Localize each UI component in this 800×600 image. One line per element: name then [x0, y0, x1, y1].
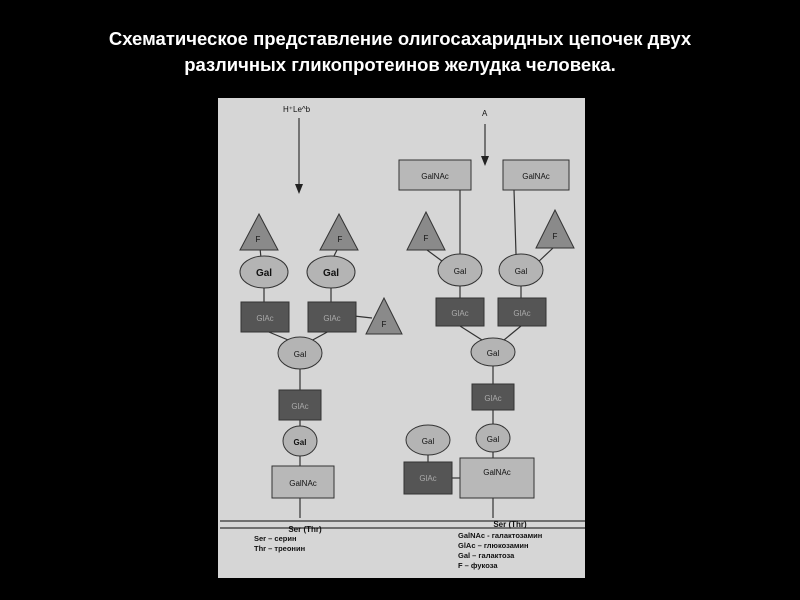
galactose-oval [239, 255, 289, 289]
galactose-label: Gal [487, 435, 500, 444]
title-line-1: Схематическое представление олигосахарид… [108, 28, 692, 49]
fucose-label: F [553, 232, 558, 241]
galactose-oval [437, 253, 483, 287]
base-label: Ser (Thr) [493, 520, 527, 529]
legend-galnac: GalNAc - галактозамин [458, 531, 542, 540]
galactose-label: Gal [256, 268, 272, 279]
fucose-label: F [424, 234, 429, 243]
left-chain-label: H⁺Le^b [283, 105, 311, 114]
galactose-label: Gal [294, 438, 307, 447]
galactose-label: Gal [294, 350, 307, 359]
glucosamine-box [307, 301, 357, 333]
galactosamine-box [502, 159, 570, 191]
galactosamine-label: GalNAc [483, 468, 511, 477]
galactosamine-box [398, 159, 472, 191]
legend-gal: Gal – галактоза [458, 551, 515, 560]
glucosamine-label: GlAc [484, 394, 501, 403]
glucosamine-box [240, 301, 290, 333]
legend-glac: GlAc – глюкозамин [458, 541, 529, 550]
fucose-triangle [406, 210, 446, 251]
base-label: Ser (Thr) [288, 525, 322, 534]
glucosamine-label: GlAc [291, 402, 308, 411]
glucosamine-label: GlAc [451, 309, 468, 318]
glucosamine-label: GlAc [419, 474, 436, 483]
legend-sugars: GalNAc - галактозамин GlAc – глюкозамин … [458, 531, 542, 570]
galactose-oval [405, 424, 451, 456]
fucose-label: F [382, 320, 387, 329]
galactose-oval [277, 336, 323, 370]
fucose-label: F [338, 235, 343, 244]
fucose-triangle [535, 208, 575, 249]
fucose-triangle [239, 212, 279, 251]
galactosamine-label: GalNAc [289, 479, 317, 488]
fucose-triangle [365, 296, 403, 335]
slide-title: Схематическое представление олигосахарид… [0, 26, 800, 78]
galactose-label: Gal [515, 267, 528, 276]
left-chain: H⁺Le^b F F Gal Gal GlAc GlAc F Gal GlAc … [239, 105, 403, 534]
galactose-oval [475, 423, 511, 453]
glucosamine-label: GlAc [323, 314, 340, 323]
glucosamine-box [403, 461, 453, 495]
right-chain: A GalNAc GalNAc F F Gal Gal GlAc GlAc Ga… [398, 109, 575, 529]
fucose-triangle [319, 212, 359, 251]
legend-amino-acids: Ser – серин Thr – треонин [254, 534, 305, 553]
legend-f: F – фукоза [458, 561, 498, 570]
galactose-label: Gal [323, 268, 339, 279]
legend-ser: Ser – серин [254, 534, 297, 543]
glucosamine-box [435, 297, 485, 327]
galactosamine-box [459, 457, 535, 499]
galactose-label: Gal [487, 349, 500, 358]
galactose-label: Gal [454, 267, 467, 276]
galactosamine-box [271, 465, 335, 499]
galactosamine-label: GalNAc [522, 172, 550, 181]
galactose-oval [306, 255, 356, 289]
right-chain-label: A [482, 109, 488, 118]
legend-thr: Thr – треонин [254, 544, 305, 553]
galactose-label: Gal [422, 437, 435, 446]
glucosamine-label: GlAc [256, 314, 273, 323]
glucosamine-box [471, 383, 515, 411]
galactose-oval [470, 337, 516, 367]
fucose-label: F [256, 235, 261, 244]
glucosamine-label: GlAc [513, 309, 530, 318]
title-line-2: различных гликопротеинов желудка человек… [184, 54, 616, 75]
galactose-oval [282, 425, 318, 457]
galactosamine-label: GalNAc [421, 172, 449, 181]
glucosamine-box [497, 297, 547, 327]
glucosamine-box [278, 389, 322, 421]
galactose-oval [498, 253, 544, 287]
